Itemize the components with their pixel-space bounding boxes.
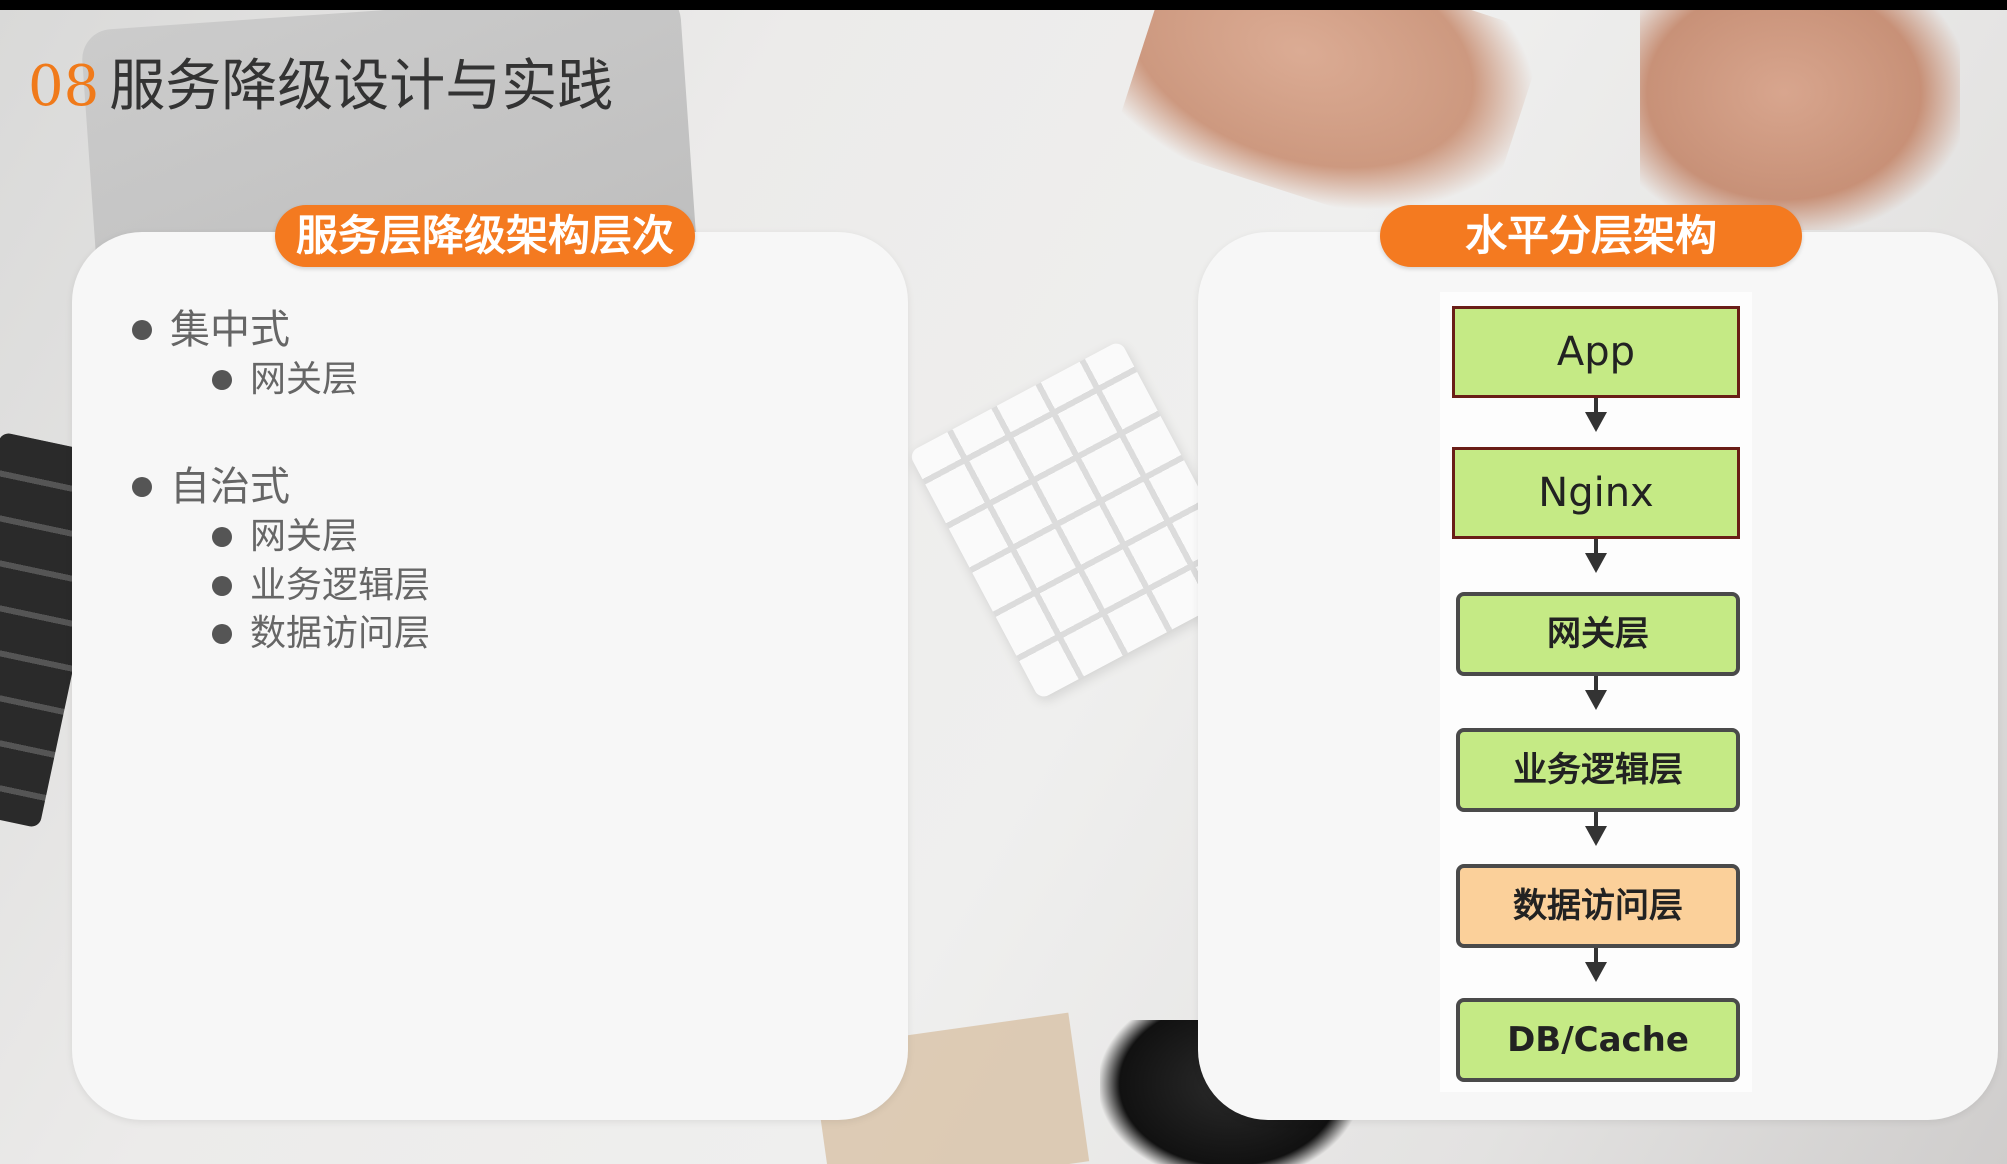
- hand-photo-decoration-right: [1640, 10, 1960, 230]
- list-subitem-label: 网关层: [250, 516, 359, 557]
- bullet-icon: [132, 320, 152, 340]
- flow-arrow: [1585, 398, 1607, 432]
- flow-arrow: [1585, 676, 1607, 710]
- layer-flow-diagram: App Nginx 网关层 业务逻辑层 数据访问层 DB/Cache: [1440, 292, 1752, 1092]
- node-data-access-layer: 数据访问层: [1456, 864, 1740, 948]
- right-panel-header: 水平分层架构: [1380, 205, 1802, 267]
- flow-arrow: [1585, 539, 1607, 573]
- slide-number: 08: [28, 54, 100, 119]
- flow-arrow: [1585, 812, 1607, 846]
- list-item-label: 自治式: [170, 464, 290, 510]
- node-nginx: Nginx: [1452, 447, 1740, 539]
- node-business-logic-layer: 业务逻辑层: [1456, 728, 1740, 812]
- bullet-icon: [212, 527, 232, 547]
- left-panel: [72, 232, 908, 1120]
- list-subitem-label: 网关层: [250, 359, 359, 400]
- bullet-icon: [212, 370, 232, 390]
- list-item-label: 集中式: [170, 307, 290, 353]
- flow-arrow: [1585, 948, 1607, 982]
- node-gateway-layer: 网关层: [1456, 592, 1740, 676]
- bullet-icon: [212, 624, 232, 644]
- list-subitem-label: 数据访问层: [250, 613, 431, 654]
- bullet-icon: [212, 576, 232, 596]
- node-db-cache: DB/Cache: [1456, 998, 1740, 1082]
- left-panel-header: 服务层降级架构层次: [275, 205, 695, 267]
- node-app: App: [1452, 306, 1740, 398]
- slide-title-text: 服务降级设计与实践: [109, 54, 614, 119]
- list-subitem-label: 业务逻辑层: [250, 565, 431, 606]
- bullet-icon: [132, 477, 152, 497]
